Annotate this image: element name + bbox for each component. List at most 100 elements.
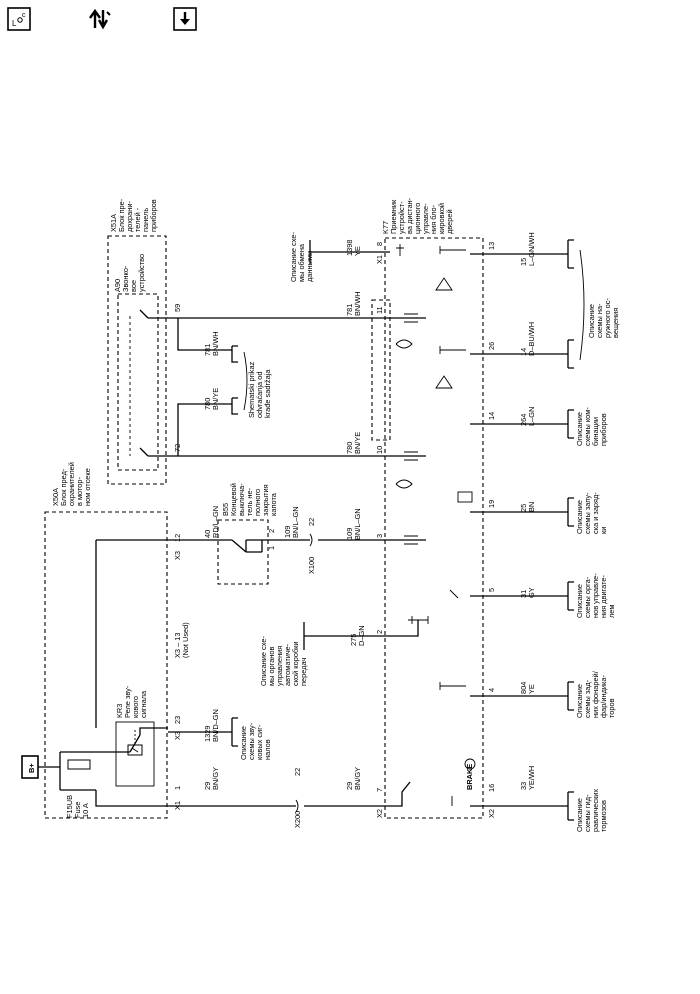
relay-coil-diag bbox=[131, 747, 139, 753]
svg-text:Реле зву-: Реле зву- bbox=[123, 685, 132, 718]
svg-text:автоматиче-: автоматиче- bbox=[283, 643, 292, 686]
ref-label-exterior: Описание схемы на- ружного ос- вещения bbox=[587, 298, 620, 338]
svg-text:1398: 1398 bbox=[345, 240, 354, 256]
x50a-label: X50A Блок пред- охранителей в мотор- ном… bbox=[51, 462, 92, 506]
wire-781 bbox=[139, 309, 390, 351]
svg-text:D–BU/WH: D–BU/WH bbox=[527, 322, 536, 356]
wire-1329: 1329 BN/D–GN bbox=[203, 709, 220, 742]
ref-bracket-exterior bbox=[567, 239, 574, 369]
svg-text:данными: данными bbox=[305, 251, 314, 282]
brake-warning-icon bbox=[464, 758, 476, 770]
wire-29-bn-gy-left: 29 BN/GY bbox=[203, 767, 220, 790]
theft-ref-label: Shematski prikaz odvraćanja od krađe sad… bbox=[247, 361, 272, 418]
pin-72: 72 bbox=[173, 444, 182, 452]
download-icon[interactable] bbox=[172, 6, 198, 32]
locator-icon[interactable]: L c bbox=[6, 6, 32, 32]
svg-text:вещения: вещения bbox=[611, 308, 620, 338]
x200-label: X200 bbox=[293, 811, 302, 828]
svg-text:10 A: 10 A bbox=[81, 803, 90, 818]
wire-275-label: 275 D–GN bbox=[349, 625, 366, 646]
svg-text:мы органов: мы органов bbox=[267, 646, 276, 686]
svg-text:(Not Used): (Not Used) bbox=[181, 622, 190, 658]
a90-chime-box bbox=[117, 293, 159, 471]
horn-ref-label: Описание схемы зву- ковых сиг- налов bbox=[239, 722, 272, 760]
ref-label-brakes: Описание схемы гид- равлических тормозов bbox=[575, 789, 608, 832]
svg-text:дверей: дверей bbox=[445, 209, 454, 234]
x100-pin: 22 bbox=[307, 518, 316, 526]
pin-16: 16 bbox=[487, 784, 496, 792]
data-ref-label: Описание схе- мы обмена данными bbox=[289, 232, 314, 282]
svg-text:Блок пред-: Блок пред- bbox=[59, 468, 68, 506]
pin-x3-12: 12 bbox=[173, 534, 182, 542]
ref-bracket-engine bbox=[567, 581, 574, 611]
b55-switch-contacts bbox=[168, 539, 262, 553]
pin-59: 59 bbox=[173, 304, 182, 312]
svg-text:YE/WH: YE/WH bbox=[527, 766, 536, 790]
x200-pin: 22 bbox=[293, 768, 302, 776]
svg-text:в мотор-: в мотор- bbox=[75, 476, 84, 506]
svg-text:дохрани-: дохрани- bbox=[125, 201, 134, 232]
k77-receiver-box bbox=[384, 237, 484, 819]
ref-label-engine: Описание схемы орга- нов управле- ния дв… bbox=[575, 573, 616, 618]
svg-text:X51A: X51A bbox=[109, 214, 118, 232]
pin-x1-1: 1 bbox=[173, 786, 182, 790]
ref-label-lamps: Описание схемы зад- них фонарей/ фар/инд… bbox=[575, 670, 616, 718]
pin-4: 4 bbox=[487, 688, 496, 692]
svg-text:ционного: ционного bbox=[413, 203, 422, 234]
wire-804: 804 YE bbox=[519, 682, 536, 694]
svg-text:лем: лем bbox=[607, 604, 616, 618]
svg-text:780: 780 bbox=[345, 442, 354, 454]
svg-text:Описание схе-: Описание схе- bbox=[259, 636, 268, 686]
ref-bracket-brakes bbox=[567, 791, 574, 821]
svg-text:вое: вое bbox=[129, 280, 138, 292]
wire-109-main bbox=[261, 539, 390, 552]
pin-19: 19 bbox=[487, 500, 496, 508]
svg-text:Описание: Описание bbox=[575, 500, 584, 534]
svg-text:Описание: Описание bbox=[575, 584, 584, 618]
x50a-fuse-block-box bbox=[44, 511, 168, 819]
svg-text:14: 14 bbox=[519, 348, 528, 356]
svg-text:31: 31 bbox=[519, 590, 528, 598]
wire-15: 15 L–GN/WH bbox=[519, 232, 536, 266]
svg-text:264: 264 bbox=[519, 414, 528, 426]
x100-label: X100 bbox=[307, 557, 316, 574]
svg-text:BN/L–GN: BN/L–GN bbox=[291, 506, 300, 538]
svg-text:равлических: равлических bbox=[591, 789, 600, 832]
svg-text:YE: YE bbox=[353, 246, 362, 256]
svg-text:109: 109 bbox=[345, 528, 354, 540]
ref-label-charging: Описание схемы запу- ска и заряд- ки bbox=[575, 492, 608, 534]
svg-text:YE: YE bbox=[527, 684, 536, 694]
svg-text:1329: 1329 bbox=[203, 726, 212, 742]
pin-x2-7: 7 bbox=[375, 788, 384, 792]
svg-text:Концевой: Концевой bbox=[229, 483, 238, 516]
svg-text:ружного ос-: ружного ос- bbox=[603, 298, 612, 338]
view-options-icon[interactable] bbox=[86, 6, 112, 32]
svg-text:ской коробки: ской коробки bbox=[291, 641, 300, 686]
x100-connector-symbol bbox=[309, 533, 313, 547]
b55-hood-switch-box bbox=[217, 519, 269, 585]
wire-40: 40 RD/L–GN bbox=[203, 506, 220, 538]
x2-label-b: X2 bbox=[487, 809, 496, 818]
svg-text:krađe sadržaja: krađe sadržaja bbox=[263, 369, 272, 418]
svg-text:Описание: Описание bbox=[575, 412, 584, 446]
svg-text:29: 29 bbox=[345, 782, 354, 790]
wire-109-left: 109 BN/L–GN bbox=[283, 506, 300, 538]
svg-text:кового: кового bbox=[131, 696, 140, 718]
svg-text:Блок пре-: Блок пре- bbox=[117, 198, 126, 232]
svg-text:B55: B55 bbox=[221, 503, 230, 516]
svg-text:полного: полного bbox=[253, 489, 262, 516]
svg-text:нов управле-: нов управле- bbox=[591, 573, 600, 618]
svg-text:управления: управления bbox=[275, 646, 284, 686]
theft-ref-brace bbox=[243, 351, 248, 411]
svg-text:ния бло-: ния бло- bbox=[429, 204, 438, 234]
x2-label-a: X2 bbox=[375, 809, 384, 818]
b55-pin-2: 2 bbox=[267, 529, 276, 533]
pin-x2-3: 3 bbox=[375, 534, 384, 538]
svg-text:c: c bbox=[22, 12, 26, 19]
svg-text:приборов: приборов bbox=[599, 413, 608, 446]
svg-text:капота: капота bbox=[269, 492, 278, 516]
wire-781-b: 781 BN/WH bbox=[345, 291, 362, 316]
svg-text:BN/L–GN: BN/L–GN bbox=[353, 508, 362, 540]
wire-781-a: 781 BN/WH bbox=[203, 331, 220, 356]
wire-25: 25 BN bbox=[519, 502, 536, 512]
